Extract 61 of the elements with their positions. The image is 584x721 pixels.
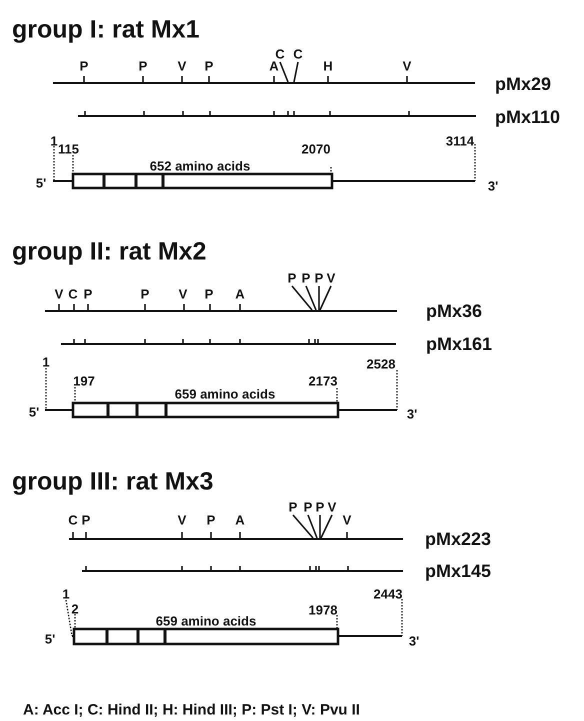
position-number: 115 (58, 142, 79, 156)
protein-length-label: 659 amino acids (156, 614, 256, 628)
clone-name: pMx223 (425, 530, 492, 548)
site-letter: V (402, 60, 412, 72)
protein-length-label: 659 amino acids (174, 388, 276, 400)
site-letter: P (140, 288, 150, 300)
site-letter: P (316, 500, 324, 514)
protein-length-label: 652 amino acids (150, 160, 250, 172)
end-label: 5' (36, 176, 46, 190)
position-number: 2 (71, 602, 79, 616)
end-label: 3' (408, 634, 420, 648)
section-heading: group II: rat Mx2 (12, 240, 206, 264)
site-letter: A (269, 60, 279, 72)
end-label: 5' (44, 632, 56, 646)
end-label: 3' (406, 408, 418, 420)
site-letter: C (68, 288, 78, 300)
position-number: 1 (62, 588, 70, 600)
position-number: 2528 (366, 358, 396, 370)
position-number: 197 (73, 374, 95, 388)
clone-name: pMx161 (426, 335, 492, 353)
end-label: 3' (488, 180, 498, 192)
key-note: A: Acc I; C: Hind II; H: Hind III; P: Pst I; V: Pvu II (23, 702, 360, 718)
site-letter: P (138, 60, 148, 72)
site-letter: P (80, 60, 88, 72)
position-number: 3114 (446, 134, 474, 148)
clone-name: pMx36 (426, 302, 482, 320)
position-number: 2443 (374, 588, 402, 600)
site-letter: P (288, 272, 296, 284)
clone-name: pMx29 (495, 75, 552, 93)
clone-name: pMx110 (495, 108, 560, 126)
site-letter: P (204, 60, 214, 72)
site-letter: C (68, 514, 78, 526)
end-label: 5' (28, 406, 40, 418)
site-letter: V (178, 60, 186, 72)
site-letter: V (342, 514, 352, 526)
site-letter: V (54, 288, 64, 300)
site-letter: V (326, 272, 336, 284)
position-number: 1 (50, 134, 58, 148)
site-letter: V (328, 500, 336, 514)
site-letter: P (314, 272, 324, 284)
site-letter: V (178, 514, 186, 526)
position-number: 1978 (308, 604, 338, 616)
site-letter: V (178, 288, 188, 300)
clone-name: pMx145 (425, 562, 492, 580)
position-number: 2173 (308, 374, 338, 388)
site-letter: P (288, 500, 298, 514)
site-letter: C (275, 48, 285, 60)
site-letter: C (293, 48, 303, 60)
site-letter: P (206, 514, 216, 526)
section-heading: group I: rat Mx1 (12, 18, 200, 42)
site-letter: P (204, 288, 214, 300)
site-letter: H (323, 60, 333, 72)
site-letter: A (235, 288, 245, 300)
site-letter: P (84, 288, 92, 300)
section-heading: group III: rat Mx3 (12, 470, 214, 494)
site-letter: P (82, 514, 90, 526)
position-number: 2070 (302, 142, 330, 156)
site-letter: A (235, 514, 245, 526)
site-letter: P (302, 272, 310, 284)
site-letter: P (304, 500, 312, 514)
position-number: 1 (42, 356, 50, 368)
